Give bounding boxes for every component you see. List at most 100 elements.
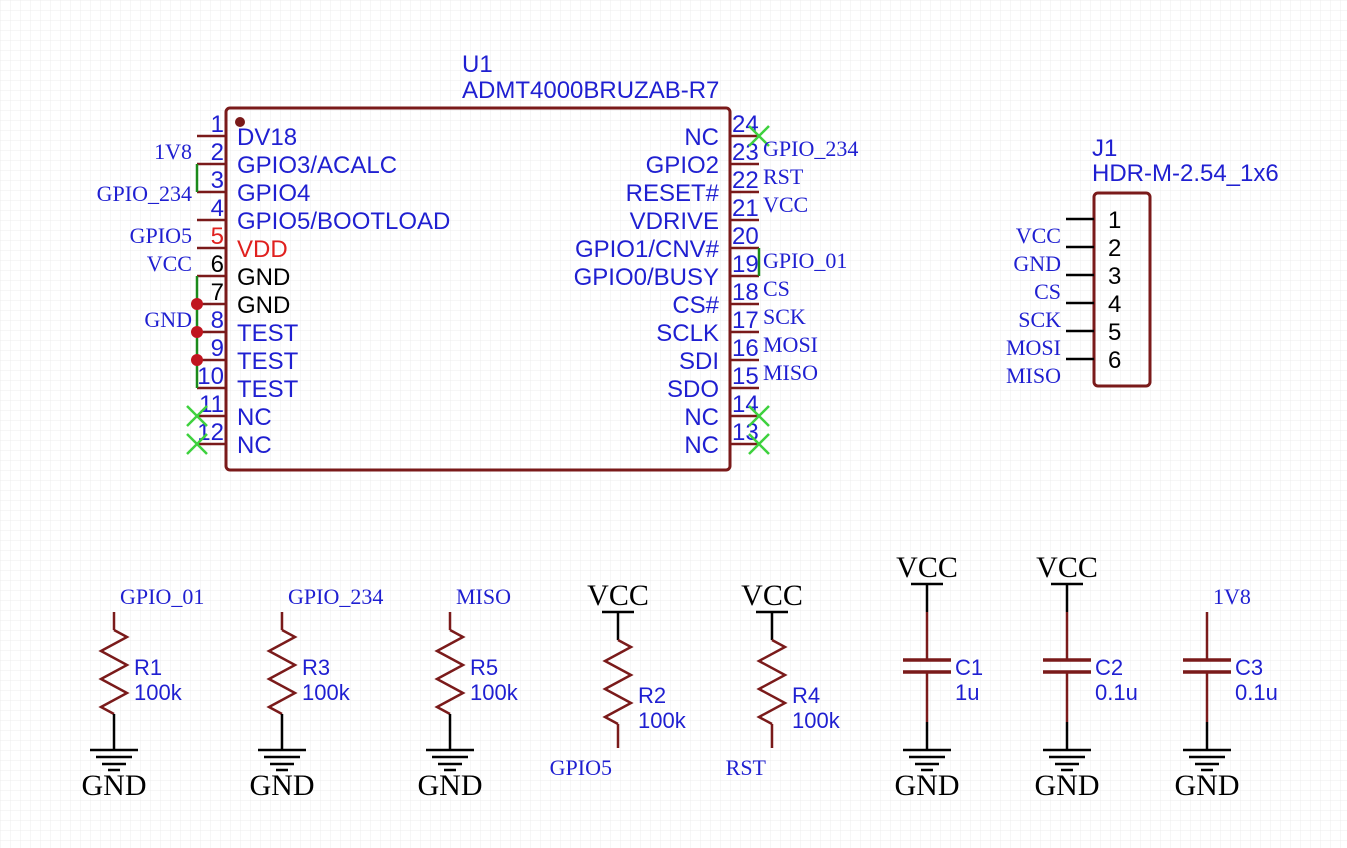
pin-number: 22 [732,167,759,194]
r2-resistor[interactable]: VCC R2 100k GPIO5 [550,579,687,780]
net-label: GPIO_01 [120,584,204,609]
r4-resistor[interactable]: VCC R4 100k RST [726,579,841,780]
pin-number: 11 [199,391,224,418]
u1-right-pin-numbers: 24 23 22 21 20 19 18 17 16 15 14 13 [732,111,759,446]
net-label: MOSI [763,332,818,357]
j1-pin-numbers: 1 2 3 4 5 6 [1108,207,1121,374]
net-label: VCC [147,251,192,276]
pin-number: 12 [197,419,224,446]
net-label: MISO [456,584,511,609]
component-value: 0.1u [1095,680,1138,705]
pin-number: 13 [732,419,759,446]
no-connect-x-icon [748,433,770,455]
junction-dot [191,354,203,366]
pin-number: 4 [211,195,224,222]
resistor-zigzag-icon [756,638,788,726]
resistor-zigzag-icon [266,628,298,716]
pin-name: RESET# [626,180,720,207]
component-value: 0.1u [1235,680,1278,705]
pin-number: 15 [732,363,759,390]
resistor-zigzag-icon [98,628,130,716]
net-label: GPIO5 [550,755,612,780]
power-label: GND [895,769,960,802]
power-label: GND [82,769,147,802]
u1-left-pin-names: DV18 GPIO3/ACALC GPIO4 GPIO5/BOOTLOAD VD… [237,124,450,459]
no-connect-x-icon [748,125,770,147]
pin-number: 1 [211,111,224,138]
power-label: VCC [587,579,649,612]
ref-designator: R1 [134,655,162,680]
pin-name: VDRIVE [630,208,719,235]
power-label: VCC [741,579,803,612]
u1-body [224,106,732,472]
pin-name: GPIO1/CNV# [575,236,720,263]
pin-name: SCLK [656,320,719,347]
pin-number: 19 [732,251,759,278]
ground-symbol-icon [903,748,951,772]
ground-symbol-icon [1043,748,1091,772]
resistor-zigzag-icon [434,628,466,716]
c1-capacitor[interactable]: VCC C1 1u GND [895,551,984,802]
r5-resistor[interactable]: MISO R5 100k GND [418,584,519,802]
net-label: GPIO5 [130,223,192,248]
pin-name: GPIO0/BUSY [574,264,719,291]
net-label: CS [1034,279,1061,304]
pin1-marker [235,117,245,127]
c2-capacitor[interactable]: VCC C2 0.1u GND [1035,551,1138,802]
r3-resistor[interactable]: GPIO_234 R3 100k GND [250,584,384,802]
net-label: MISO [763,360,818,385]
u1-left-net-labels: 1V8 GPIO_234 GPIO5 VCC GND [97,139,192,332]
ref-designator: R3 [302,655,330,680]
pin-number: 17 [732,307,759,334]
pin-name: GPIO4 [237,180,310,207]
net-label: VCC [763,192,808,217]
j1-component[interactable]: J1 HDR-M-2.54_1x6 1 2 3 4 5 6 VCC GND CS… [1006,135,1279,388]
u1-component[interactable]: U1 ADMT4000BRUZAB-R7 [97,51,859,472]
resistor-zigzag-icon [602,638,634,726]
pin-number: 4 [1108,291,1121,318]
pin-number: 8 [211,307,224,334]
power-label: VCC [1036,551,1098,584]
pin-name-power: VDD [237,236,288,263]
r1-resistor[interactable]: GPIO_01 R1 100k GND [82,584,205,802]
pin-number: 24 [732,111,759,138]
net-label: SCK [1018,307,1061,332]
power-label: GND [1175,769,1240,802]
component-value: 100k [470,680,519,705]
pin-number: 2 [1108,235,1121,262]
net-label: GPIO_234 [97,181,192,206]
junction-dot [191,298,203,310]
j1-pins [1066,217,1094,361]
pin-name: GPIO2 [646,152,719,179]
net-label: GPIO_01 [763,248,847,273]
pin-number: 20 [732,223,759,250]
pin-number: 14 [732,391,759,418]
u1-designator: U1 [462,51,493,78]
pin-name: CS# [672,292,719,319]
ref-designator: C1 [955,655,983,680]
power-label: GND [1035,769,1100,802]
pin-name: DV18 [237,124,297,151]
net-label: MISO [1006,363,1061,388]
net-label: RST [726,755,767,780]
component-value: 100k [638,708,687,733]
net-label: 1V8 [1213,584,1251,609]
ref-designator: R2 [638,683,666,708]
ref-designator: R5 [470,655,498,680]
pin-number: 5 [1108,319,1121,346]
u1-part-number: ADMT4000BRUZAB-R7 [462,77,719,104]
pin-number: 2 [211,139,224,166]
pin-number: 6 [211,251,224,278]
pin-number: 7 [211,279,224,306]
u1-right-net-labels: GPIO_234 RST VCC GPIO_01 CS SCK MOSI MIS… [763,136,858,385]
pin-name: NC [684,432,719,459]
pin-name: NC [237,404,272,431]
pin-name: SDI [679,348,719,375]
pin-name: TEST [237,320,299,347]
net-label: GND [1013,251,1061,276]
ground-symbol-icon [1183,748,1231,772]
pin-number: 18 [732,279,759,306]
c3-capacitor[interactable]: 1V8 C3 0.1u GND [1175,584,1278,802]
pin-number: 1 [1108,207,1121,234]
